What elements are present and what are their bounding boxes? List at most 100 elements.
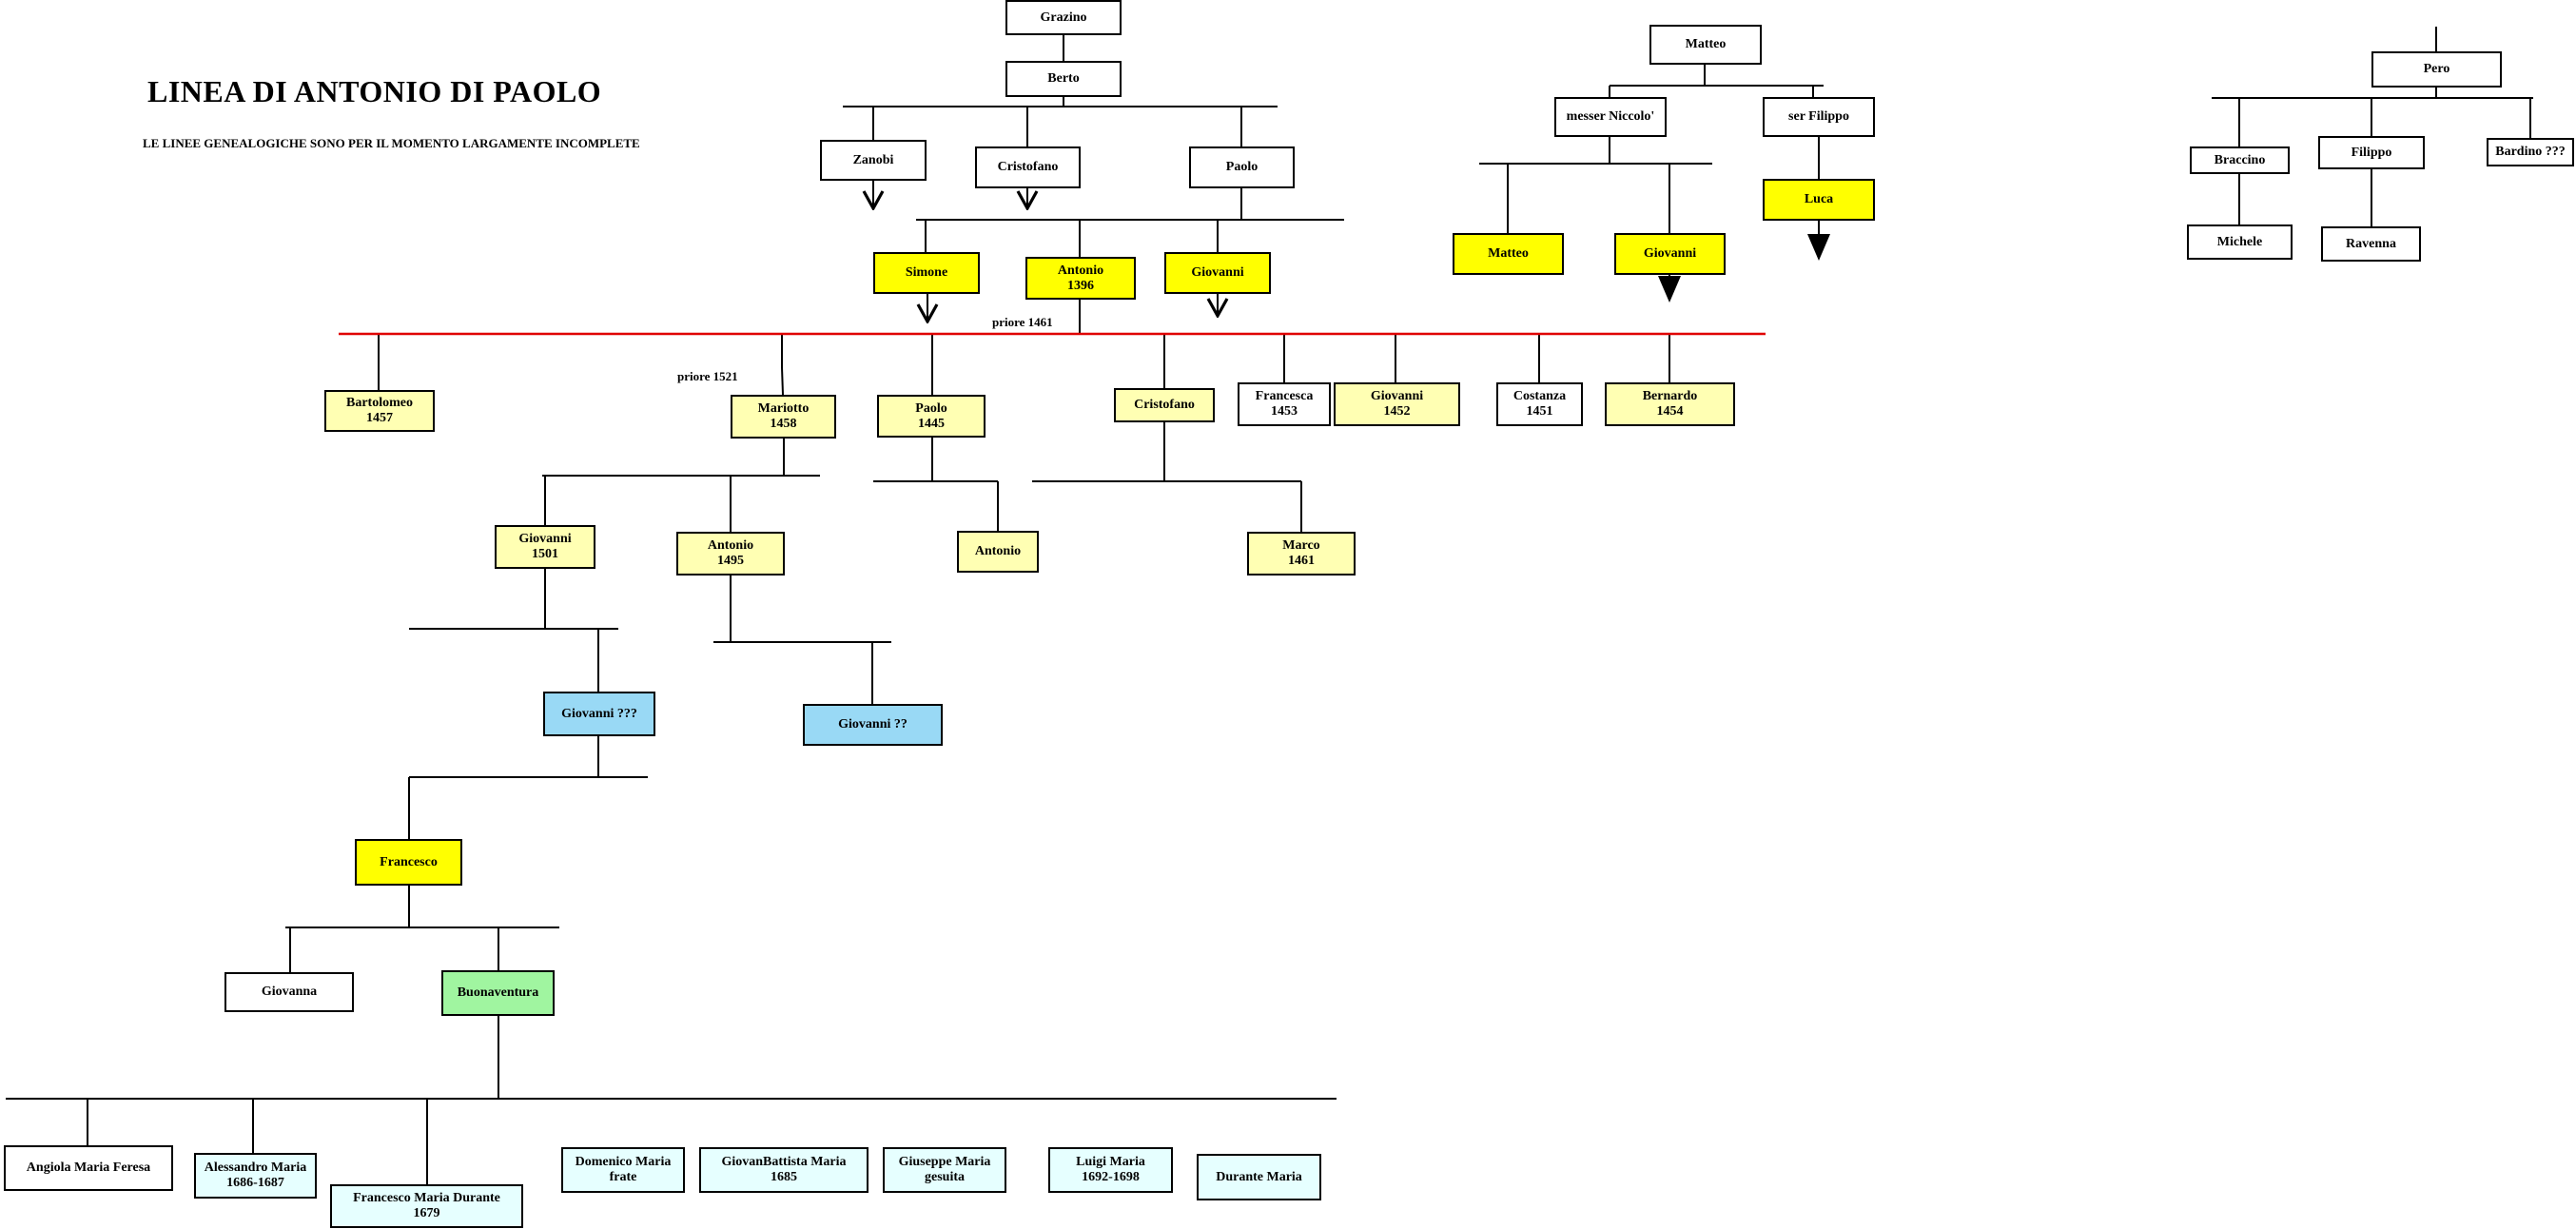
person-name: Francesco Maria Durante: [353, 1191, 500, 1205]
person-name: Bardino ???: [2495, 145, 2566, 159]
person-name: messer Niccolo': [1566, 109, 1655, 124]
person-simone[interactable]: Simone: [873, 252, 980, 294]
person-messer-niccolo[interactable]: messer Niccolo': [1554, 97, 1667, 137]
person-name: Matteo: [1488, 246, 1529, 261]
person-francesco[interactable]: Francesco: [355, 839, 462, 886]
person-name: Antonio: [1057, 263, 1104, 278]
person-matteo-b[interactable]: Matteo: [1453, 233, 1564, 275]
person-giovanni[interactable]: Giovanni: [1164, 252, 1271, 294]
person-name: GiovanBattista Maria: [721, 1155, 847, 1169]
person-name: Marco: [1282, 538, 1320, 553]
person-year: gesuita: [925, 1170, 965, 1184]
person-name: Francesco: [380, 854, 438, 869]
person-year: 1495: [717, 554, 744, 568]
person-name: Ravenna: [2346, 236, 2396, 251]
person-cristofano[interactable]: Cristofano: [975, 146, 1081, 188]
person-buonaventura[interactable]: Buonaventura: [441, 970, 555, 1016]
person-name: Filippo: [2351, 145, 2392, 160]
person-name: Costanza: [1512, 389, 1567, 403]
person-name: Braccino: [2214, 152, 2266, 167]
person-name: Antonio: [707, 538, 754, 553]
person-cristofano-b[interactable]: Cristofano: [1114, 388, 1215, 422]
person-michele[interactable]: Michele: [2187, 224, 2293, 260]
person-name: Bernardo: [1642, 389, 1698, 403]
person-pero[interactable]: Pero: [2371, 51, 2502, 88]
person-zanobi[interactable]: Zanobi: [820, 140, 927, 181]
person-year: 1461: [1288, 554, 1315, 568]
person-name: Luigi Maria: [1076, 1155, 1145, 1169]
person-name: Giovanni: [1191, 265, 1244, 280]
person-name: Luca: [1804, 192, 1834, 206]
person-year: 1457: [366, 411, 393, 425]
person-giovanni-b[interactable]: Giovanni: [1614, 233, 1726, 275]
person-matteo[interactable]: Matteo: [1649, 25, 1762, 65]
person-name: Buonaventura: [457, 985, 539, 1000]
person-name: Antonio: [974, 544, 1022, 558]
person-name: Zanobi: [852, 152, 894, 167]
person-name: Berto: [1047, 71, 1080, 86]
person-name: Alessandro Maria: [204, 1161, 307, 1175]
person-bardino[interactable]: Bardino ???: [2487, 138, 2574, 166]
person-name: Giovanni ??: [838, 717, 907, 732]
person-grazino[interactable]: Grazino: [1005, 0, 1122, 35]
person-year: 1454: [1656, 404, 1684, 419]
person-braccino[interactable]: Braccino: [2190, 146, 2290, 174]
person-luca[interactable]: Luca: [1763, 179, 1875, 221]
person-name: Domenico Maria: [575, 1155, 672, 1169]
person-durante-maria[interactable]: Durante Maria: [1197, 1154, 1321, 1200]
person-name: Giovanni: [518, 532, 572, 546]
person-antonio-c[interactable]: Antonio: [957, 531, 1039, 573]
person-year: 1451: [1526, 404, 1553, 419]
person-year: 1692-1698: [1082, 1170, 1140, 1184]
person-year: 1458: [770, 417, 797, 431]
person-name: Francesca: [1255, 389, 1314, 403]
person-paolo[interactable]: Paolo: [1189, 146, 1295, 188]
person-name: Cristofano: [1134, 398, 1195, 412]
note-priore-1461: priore 1461: [992, 315, 1053, 329]
person-name: Bartolomeo: [346, 396, 413, 410]
person-ravenna[interactable]: Ravenna: [2321, 226, 2421, 262]
person-name: Cristofano: [997, 160, 1059, 174]
person-name: Grazino: [1040, 10, 1087, 25]
person-ser-filippo[interactable]: ser Filippo: [1763, 97, 1875, 137]
person-giovanni-uncertain-2[interactable]: Giovanni ??: [803, 704, 943, 746]
person-name: Paolo: [915, 400, 947, 416]
person-name: Giovanni: [1643, 246, 1697, 261]
person-year: frate: [609, 1170, 637, 1184]
person-filippo[interactable]: Filippo: [2318, 136, 2425, 169]
person-giovanni-uncertain-3[interactable]: Giovanni ???: [543, 692, 655, 736]
person-year: 1501: [532, 547, 558, 561]
person-year: 1445: [918, 416, 945, 431]
person-name: Matteo: [1685, 37, 1727, 51]
person-name: Pero: [2423, 62, 2450, 76]
person-year: 1679: [413, 1206, 440, 1220]
person-name: Giovanna: [261, 985, 318, 999]
person-angiola-maria-feresa[interactable]: Angiola Maria Feresa: [4, 1145, 173, 1191]
note-priore-1521: priore 1521: [677, 369, 738, 383]
person-name: Giuseppe Maria: [898, 1155, 991, 1169]
person-name: Simone: [905, 265, 948, 280]
person-berto[interactable]: Berto: [1005, 61, 1122, 97]
person-name: Mariotto: [757, 401, 810, 416]
page-subtitle: LE LINEE GENEALOGICHE SONO PER IL MOMENT…: [143, 136, 640, 150]
person-giovanna[interactable]: Giovanna: [224, 972, 354, 1012]
person-name: Paolo: [1225, 160, 1259, 174]
